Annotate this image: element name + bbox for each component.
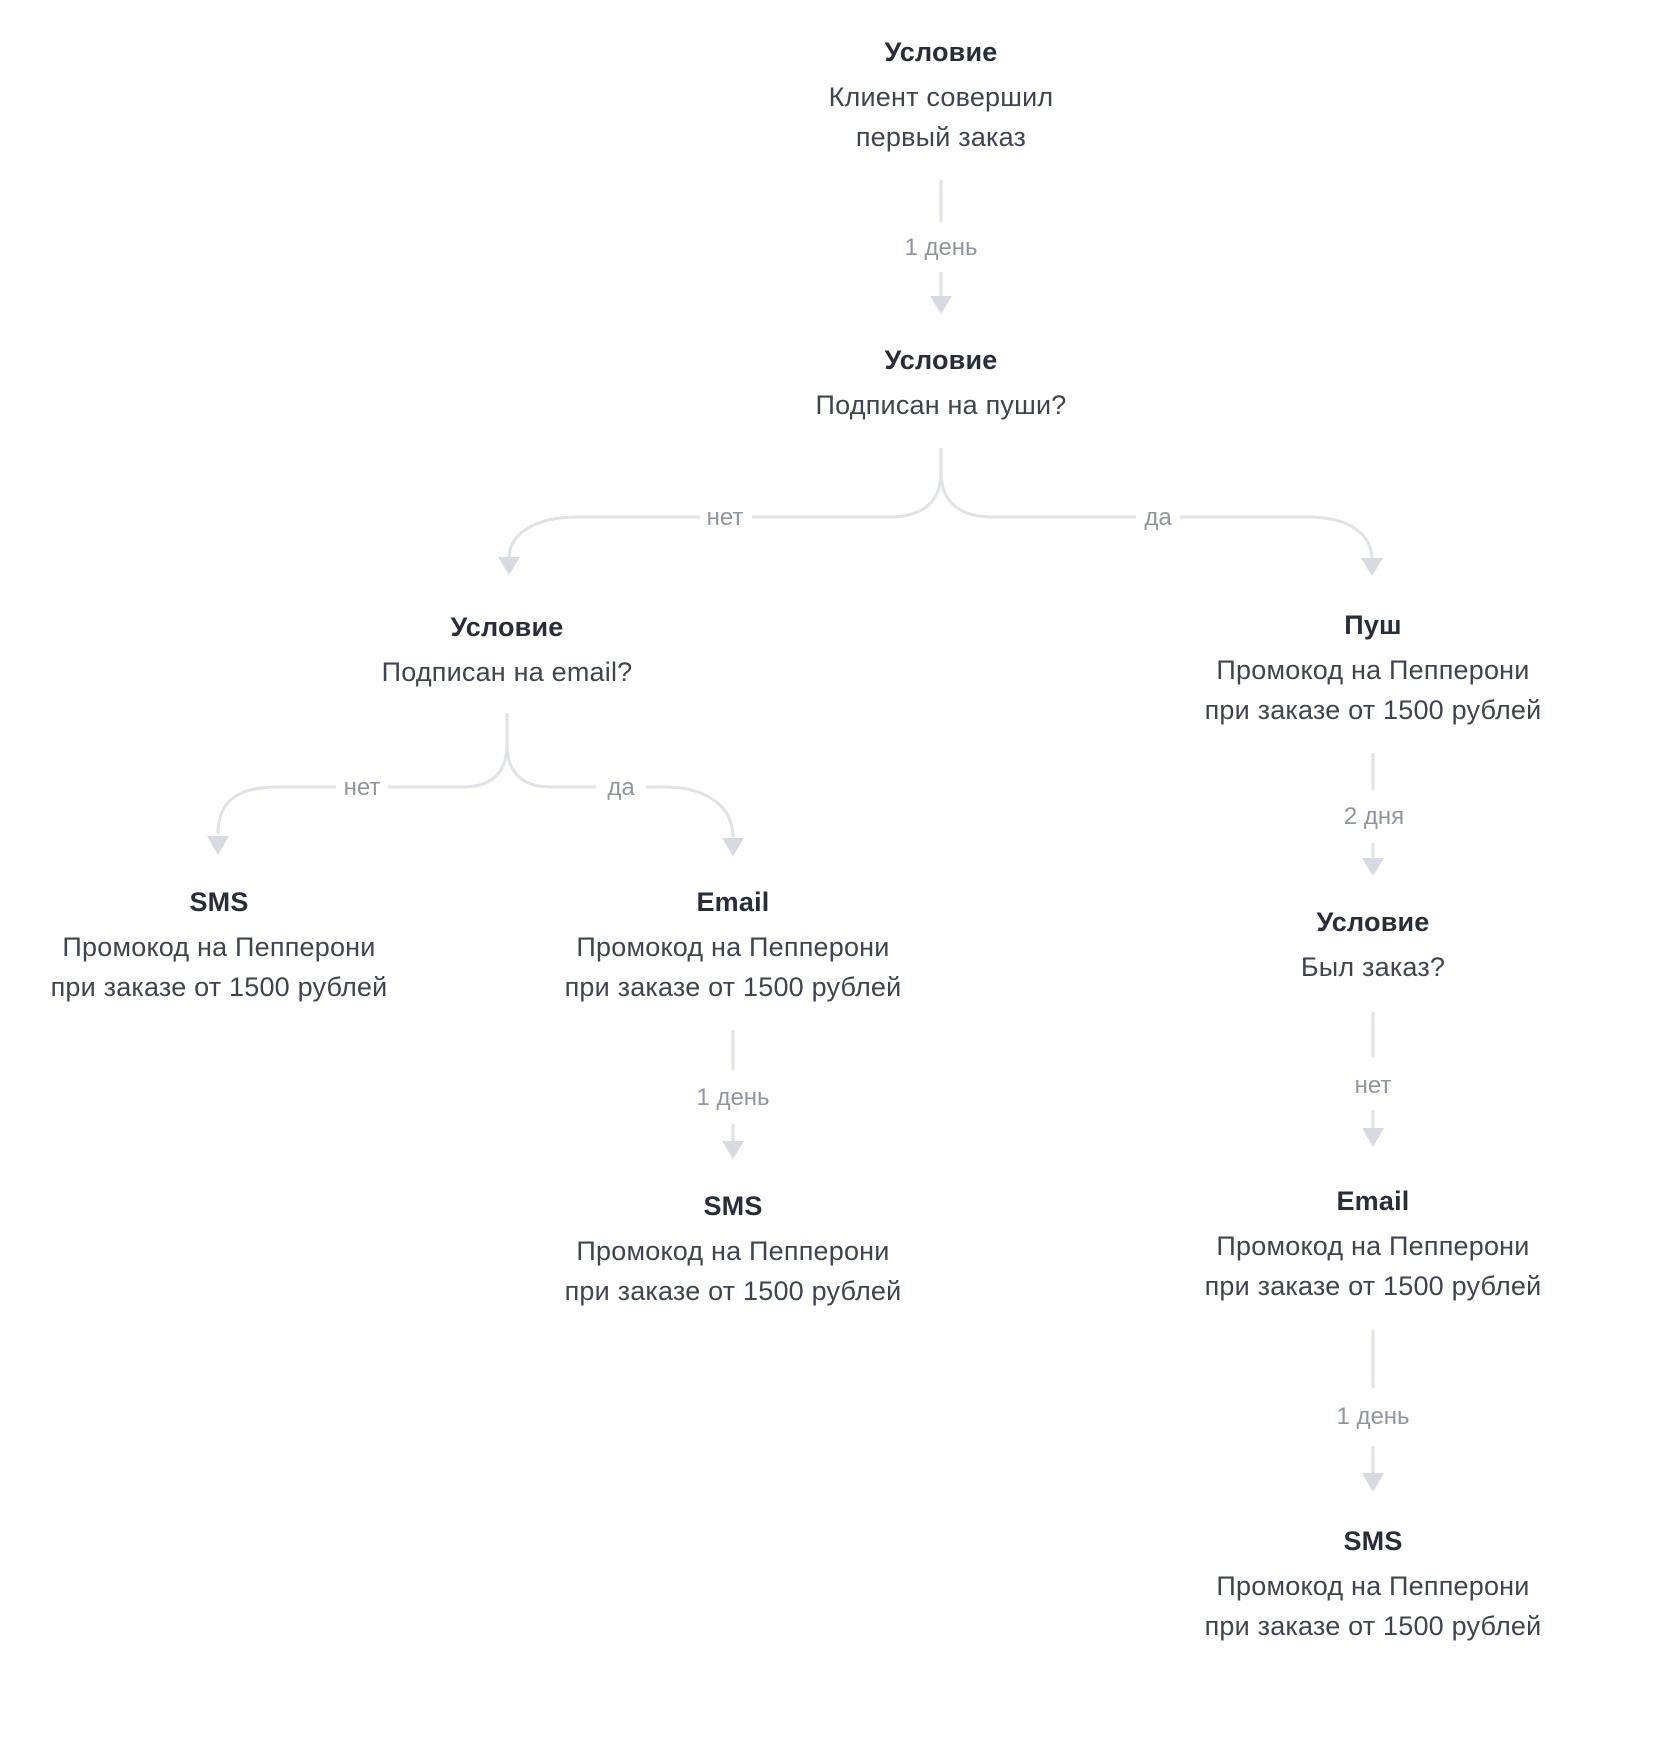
node-body: Промокод на Пепперони при заказе от 1500…	[1205, 650, 1542, 730]
node-line: при заказе от 1500 рублей	[1204, 695, 1542, 725]
node-body: Был заказ?	[1301, 947, 1445, 987]
node-body: Клиент совершил первый заказ	[829, 77, 1054, 157]
node-sms-left: SMS Промокод на Пепперони при заказе от …	[51, 882, 388, 1007]
edge-label-delay-start: 1 день	[904, 234, 978, 261]
edge-label-delay-email-mid: 1 день	[696, 1084, 770, 1111]
node-body: Промокод на Пепперони при заказе от 1500…	[565, 927, 902, 1007]
node-line: при заказе от 1500 рублей	[50, 972, 388, 1002]
node-condition-order-check: Условие Был заказ?	[1301, 902, 1445, 987]
edge-label-email-yes: да	[607, 774, 635, 801]
node-title: Условие	[884, 345, 998, 375]
connector-split1-right	[939, 448, 1136, 519]
node-title: SMS	[703, 1191, 763, 1221]
node-sms-right: SMS Промокод на Пепперони при заказе от …	[1205, 1521, 1542, 1646]
node-title: SMS	[189, 887, 249, 917]
node-line: Промокод на Пепперони	[1216, 655, 1530, 685]
node-title: Email	[696, 887, 770, 917]
node-title: Условие	[450, 612, 564, 642]
node-line: Промокод на Пепперони	[62, 932, 376, 962]
connector-split2-left-curve	[216, 785, 336, 835]
node-title: Email	[1336, 1186, 1410, 1216]
edge-label-push-no: нет	[706, 504, 744, 531]
node-line: при заказе от 1500 рублей	[564, 1276, 902, 1306]
node-line: при заказе от 1500 рублей	[1204, 1271, 1542, 1301]
node-body: Промокод на Пепперони при заказе от 1500…	[51, 927, 388, 1007]
node-line: Промокод на Пепперони	[576, 1236, 890, 1266]
node-title: Условие	[1316, 907, 1430, 937]
arrowhead-order	[1362, 1128, 1384, 1147]
node-line: при заказе от 1500 рублей	[564, 972, 902, 1002]
node-line: Промокод на Пепперони	[576, 932, 890, 962]
node-condition-start: Условие Клиент совершил первый заказ	[829, 32, 1054, 157]
node-condition-push-subscribed: Условие Подписан на пуши?	[816, 340, 1067, 425]
edge-label-delay-email-right: 1 день	[1336, 1403, 1410, 1430]
node-body: Промокод на Пепперони при заказе от 1500…	[565, 1231, 902, 1311]
edge-label-push-yes: да	[1144, 504, 1172, 531]
node-line: Клиент совершил	[828, 82, 1054, 112]
arrowhead-push	[1362, 858, 1384, 876]
connector-split2-right-curve	[646, 785, 735, 838]
node-body: Подписан на пуши?	[816, 385, 1067, 425]
arrowhead-start	[930, 296, 952, 314]
edge-label-delay-push: 2 дня	[1343, 803, 1405, 830]
node-line: Промокод на Пепперони	[1216, 1571, 1530, 1601]
node-email-mid: Email Промокод на Пепперони при заказе о…	[565, 882, 902, 1007]
node-title: Пуш	[1344, 610, 1402, 640]
arrowhead-split2-right	[722, 838, 744, 856]
node-line: Был заказ?	[1300, 952, 1446, 982]
connector-split1-right-curve	[1180, 515, 1374, 561]
arrowhead-split1-right	[1361, 558, 1383, 576]
arrowhead-emailright	[1362, 1473, 1384, 1492]
node-sms-mid: SMS Промокод на Пепперони при заказе от …	[565, 1186, 902, 1311]
node-body: Промокод на Пепперони при заказе от 1500…	[1205, 1566, 1542, 1646]
node-line: при заказе от 1500 рублей	[1204, 1611, 1542, 1641]
node-line: первый заказ	[855, 122, 1027, 152]
node-push: Пуш Промокод на Пепперони при заказе от …	[1205, 605, 1542, 730]
connector-split2-left	[388, 713, 509, 789]
node-condition-email-subscribed: Условие Подписан на email?	[382, 607, 633, 692]
node-line: Подписан на пуши?	[815, 390, 1067, 420]
node-body: Подписан на email?	[382, 652, 633, 692]
node-title: SMS	[1343, 1526, 1403, 1556]
node-email-right: Email Промокод на Пепперони при заказе о…	[1205, 1181, 1542, 1306]
connector-split1-left-curve	[507, 515, 700, 560]
node-line: Подписан на email?	[381, 657, 633, 687]
arrowhead-split1-left	[498, 557, 520, 575]
connector-split1-left	[752, 448, 943, 519]
node-title: Условие	[884, 37, 998, 67]
arrowhead-emailmid	[722, 1141, 744, 1159]
arrowhead-split2-left	[207, 836, 229, 855]
connector-split2-right	[505, 713, 596, 789]
node-line: Промокод на Пепперони	[1216, 1231, 1530, 1261]
edge-label-order-no: нет	[1354, 1072, 1392, 1099]
node-body: Промокод на Пепперони при заказе от 1500…	[1205, 1226, 1542, 1306]
edge-label-email-no: нет	[343, 774, 381, 801]
